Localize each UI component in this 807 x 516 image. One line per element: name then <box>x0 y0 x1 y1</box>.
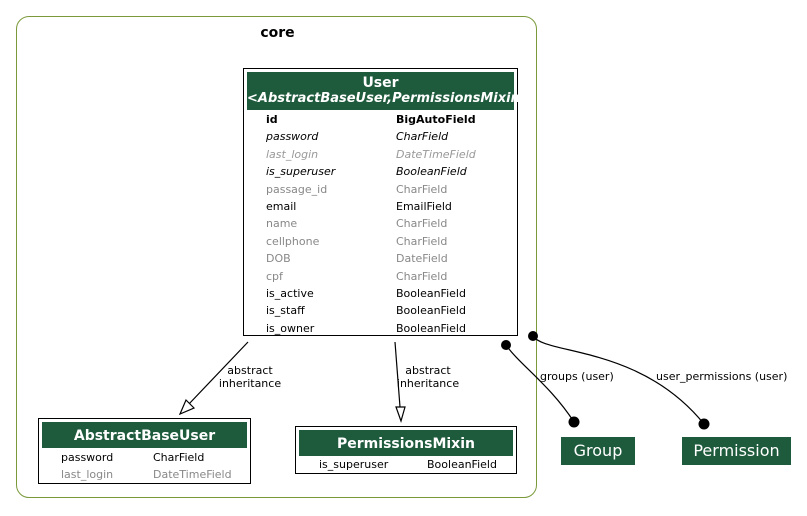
field-type: CharField <box>396 269 448 283</box>
user-model-header: User <AbstractBaseUser,PermissionsMixin> <box>247 72 531 110</box>
field-type: CharField <box>396 234 448 248</box>
permissionsmixin-header: PermissionsMixin <box>299 430 513 456</box>
field-type: DateTimeField <box>153 468 232 482</box>
node-subtitle: <AbstractBaseUser,PermissionsMixin> <box>247 91 531 106</box>
abstractbaseuser-header: AbstractBaseUser <box>42 422 247 448</box>
field-name: cellphone <box>266 234 320 248</box>
edge-endpoint-dot <box>568 416 580 428</box>
field-type: BooleanField <box>427 458 497 471</box>
field-row: last_login DateTimeField <box>244 146 517 163</box>
field-name: last_login <box>61 468 114 482</box>
field-row: cpf CharField <box>244 268 517 285</box>
field-name: name <box>266 217 298 231</box>
field-type: BooleanField <box>396 286 466 300</box>
field-row: password CharField <box>39 449 250 466</box>
field-name: password <box>266 130 319 144</box>
edge-label-user-permissions: user_permissions (user) <box>656 370 788 383</box>
group-node[interactable]: Group <box>561 437 635 465</box>
field-row: cellphone CharField <box>244 233 517 250</box>
field-name: email <box>266 199 297 213</box>
field-name: last_login <box>266 147 319 161</box>
field-row: passage_id CharField <box>244 181 517 198</box>
field-type: CharField <box>396 217 448 231</box>
field-name: cpf <box>266 269 283 283</box>
field-row: email EmailField <box>244 198 517 215</box>
field-type: BigAutoField <box>396 113 476 126</box>
abstractbaseuser-node[interactable]: AbstractBaseUser password CharField last_l… <box>38 418 251 484</box>
permission-node[interactable]: Permission <box>682 437 791 465</box>
field-row: DOB DateField <box>244 250 517 267</box>
field-name: is_active <box>266 286 314 300</box>
field-type: CharField <box>396 182 448 196</box>
edge-user-permissions <box>532 335 705 425</box>
field-name: is_superuser <box>266 165 336 179</box>
field-row: id BigAutoField <box>244 111 517 128</box>
edge-endpoint-dot <box>698 418 710 430</box>
user-model-node[interactable]: User <AbstractBaseUser,PermissionsMixin>… <box>243 68 531 337</box>
node-title: User <box>362 75 399 91</box>
field-name: is_staff <box>266 304 305 318</box>
field-name: DOB <box>266 252 291 266</box>
field-type: BooleanField <box>396 321 466 335</box>
edge-label-abstract-inheritance: abstract inheritance <box>396 364 460 390</box>
edge-groups <box>505 344 575 423</box>
edge-user-abstractbaseuser <box>187 341 249 406</box>
core-cluster: core <box>16 16 537 498</box>
field-row: is_superuser BooleanField <box>296 456 516 473</box>
inheritance-arrowhead <box>178 398 196 416</box>
cluster-label: core <box>260 25 295 41</box>
node-title: PermissionsMixin <box>337 436 475 452</box>
abstractbaseuser-fields: password CharField last_login DateTimeField <box>39 448 250 484</box>
edge-label-groups: groups (user) <box>540 370 614 383</box>
field-row: is_active BooleanField <box>244 285 517 302</box>
permissionsmixin-node[interactable]: PermissionsMixin is_superuser BooleanFiel… <box>295 426 517 474</box>
field-type: EmailField <box>396 199 452 213</box>
field-type: BooleanField <box>396 165 467 179</box>
field-name: password <box>61 451 114 464</box>
edge-user-permissionsmixin <box>394 341 401 408</box>
field-row: is_superuser BooleanField <box>244 163 517 180</box>
field-name: passage_id <box>266 182 328 196</box>
field-row: password CharField <box>244 128 517 145</box>
edge-endpoint-dot <box>528 331 538 341</box>
field-row: is_staff BooleanField <box>244 302 517 319</box>
inheritance-arrowhead <box>395 406 406 423</box>
field-name: id <box>266 113 278 126</box>
permissionsmixin-fields: is_superuser BooleanField <box>296 456 516 473</box>
edge-endpoint-dot <box>501 340 511 350</box>
field-row: is_owner BooleanField <box>244 320 517 337</box>
field-name: is_owner <box>266 321 315 335</box>
field-name: is_superuser <box>319 458 389 471</box>
field-type: DateTimeField <box>396 147 476 161</box>
field-type: CharField <box>396 130 449 144</box>
field-type: DateField <box>396 252 448 266</box>
edge-label-abstract-inheritance: abstract inheritance <box>218 364 282 390</box>
field-row: last_login DateTimeField <box>39 466 250 483</box>
node-title: AbstractBaseUser <box>73 428 216 444</box>
field-type: BooleanField <box>396 304 466 318</box>
field-type: CharField <box>153 451 205 464</box>
field-row: name CharField <box>244 215 517 232</box>
